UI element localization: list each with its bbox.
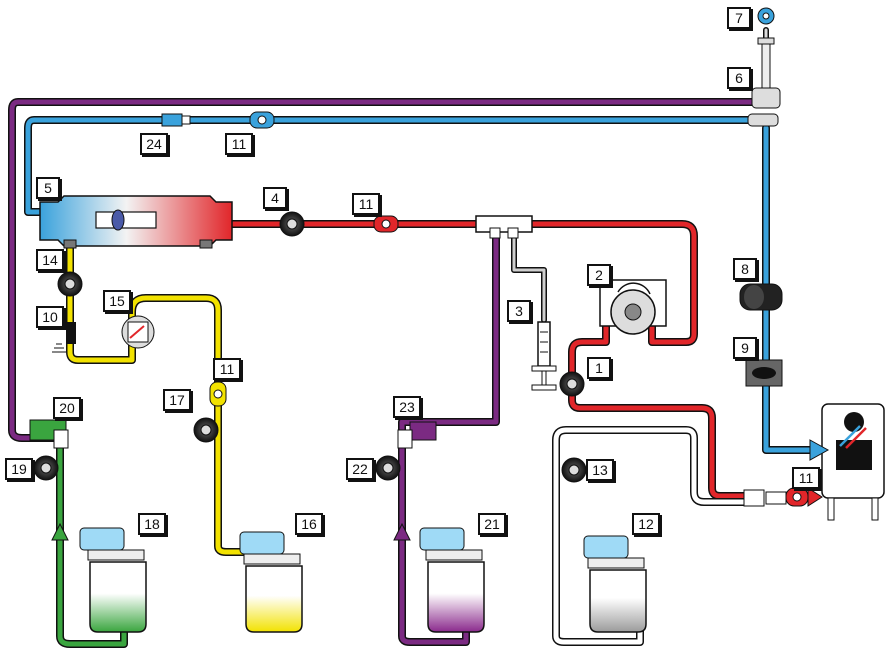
sensor-14 bbox=[57, 271, 83, 297]
label-4: 4 bbox=[263, 187, 287, 209]
label-23: 23 bbox=[393, 396, 421, 418]
label-3: 3 bbox=[507, 300, 531, 322]
connector-23 bbox=[397, 421, 437, 449]
label-1: 1 bbox=[587, 357, 611, 379]
blood-pump bbox=[599, 279, 667, 335]
label-24: 24 bbox=[140, 133, 168, 155]
hemofilter bbox=[39, 195, 233, 249]
label-10: 10 bbox=[36, 306, 64, 328]
sensor-4 bbox=[279, 211, 305, 237]
pressure-transducer bbox=[121, 315, 155, 349]
effluent-ground bbox=[52, 322, 76, 353]
port-red bbox=[373, 215, 399, 233]
venous-clamp bbox=[745, 359, 783, 387]
syringe bbox=[531, 321, 557, 391]
label-21: 21 bbox=[478, 513, 506, 535]
bag-16 bbox=[239, 531, 303, 633]
red-line-connector bbox=[475, 215, 533, 239]
label-17: 17 bbox=[163, 389, 191, 411]
bag-12 bbox=[583, 535, 647, 633]
arrow-into-monitor bbox=[809, 439, 830, 461]
label-22: 22 bbox=[346, 458, 374, 480]
connector-20 bbox=[29, 419, 69, 449]
label-5: 5 bbox=[36, 177, 60, 199]
label-11-red: 11 bbox=[352, 193, 380, 215]
label-18: 18 bbox=[138, 513, 166, 535]
fluid-pumps bbox=[33, 417, 587, 483]
label-13: 13 bbox=[586, 459, 614, 481]
label-9: 9 bbox=[733, 337, 757, 359]
sample-ports bbox=[209, 111, 399, 407]
blue-fitting bbox=[161, 113, 191, 127]
tubing bbox=[8, 27, 824, 648]
purple-flow-arrow bbox=[393, 522, 411, 541]
bag-21 bbox=[419, 527, 485, 633]
label-19: 19 bbox=[5, 458, 33, 480]
patient-monitor bbox=[821, 403, 885, 521]
label-11-blue: 11 bbox=[225, 133, 253, 155]
label-11-patient: 11 bbox=[792, 467, 820, 489]
patient-access bbox=[743, 487, 823, 507]
bag-18 bbox=[79, 527, 147, 633]
label-7: 7 bbox=[727, 7, 751, 29]
label-11-yellow: 11 bbox=[213, 358, 241, 380]
venous-chamber bbox=[747, 7, 781, 127]
label-12: 12 bbox=[632, 513, 660, 535]
pump-13 bbox=[561, 457, 587, 483]
label-8: 8 bbox=[733, 258, 757, 280]
green-flow-arrow bbox=[51, 522, 69, 541]
label-6: 6 bbox=[727, 67, 751, 89]
pump-22 bbox=[375, 455, 401, 481]
pressure-sensors bbox=[57, 211, 585, 397]
pump-19 bbox=[33, 455, 59, 481]
port-blue bbox=[249, 111, 275, 129]
label-20: 20 bbox=[53, 397, 81, 419]
pump-17 bbox=[193, 417, 219, 443]
label-2: 2 bbox=[587, 264, 611, 286]
label-14: 14 bbox=[36, 249, 64, 271]
sensor-1 bbox=[559, 371, 585, 397]
label-16: 16 bbox=[295, 513, 323, 535]
port-yellow bbox=[209, 381, 227, 407]
label-15: 15 bbox=[103, 290, 131, 312]
air-detector bbox=[739, 283, 783, 311]
